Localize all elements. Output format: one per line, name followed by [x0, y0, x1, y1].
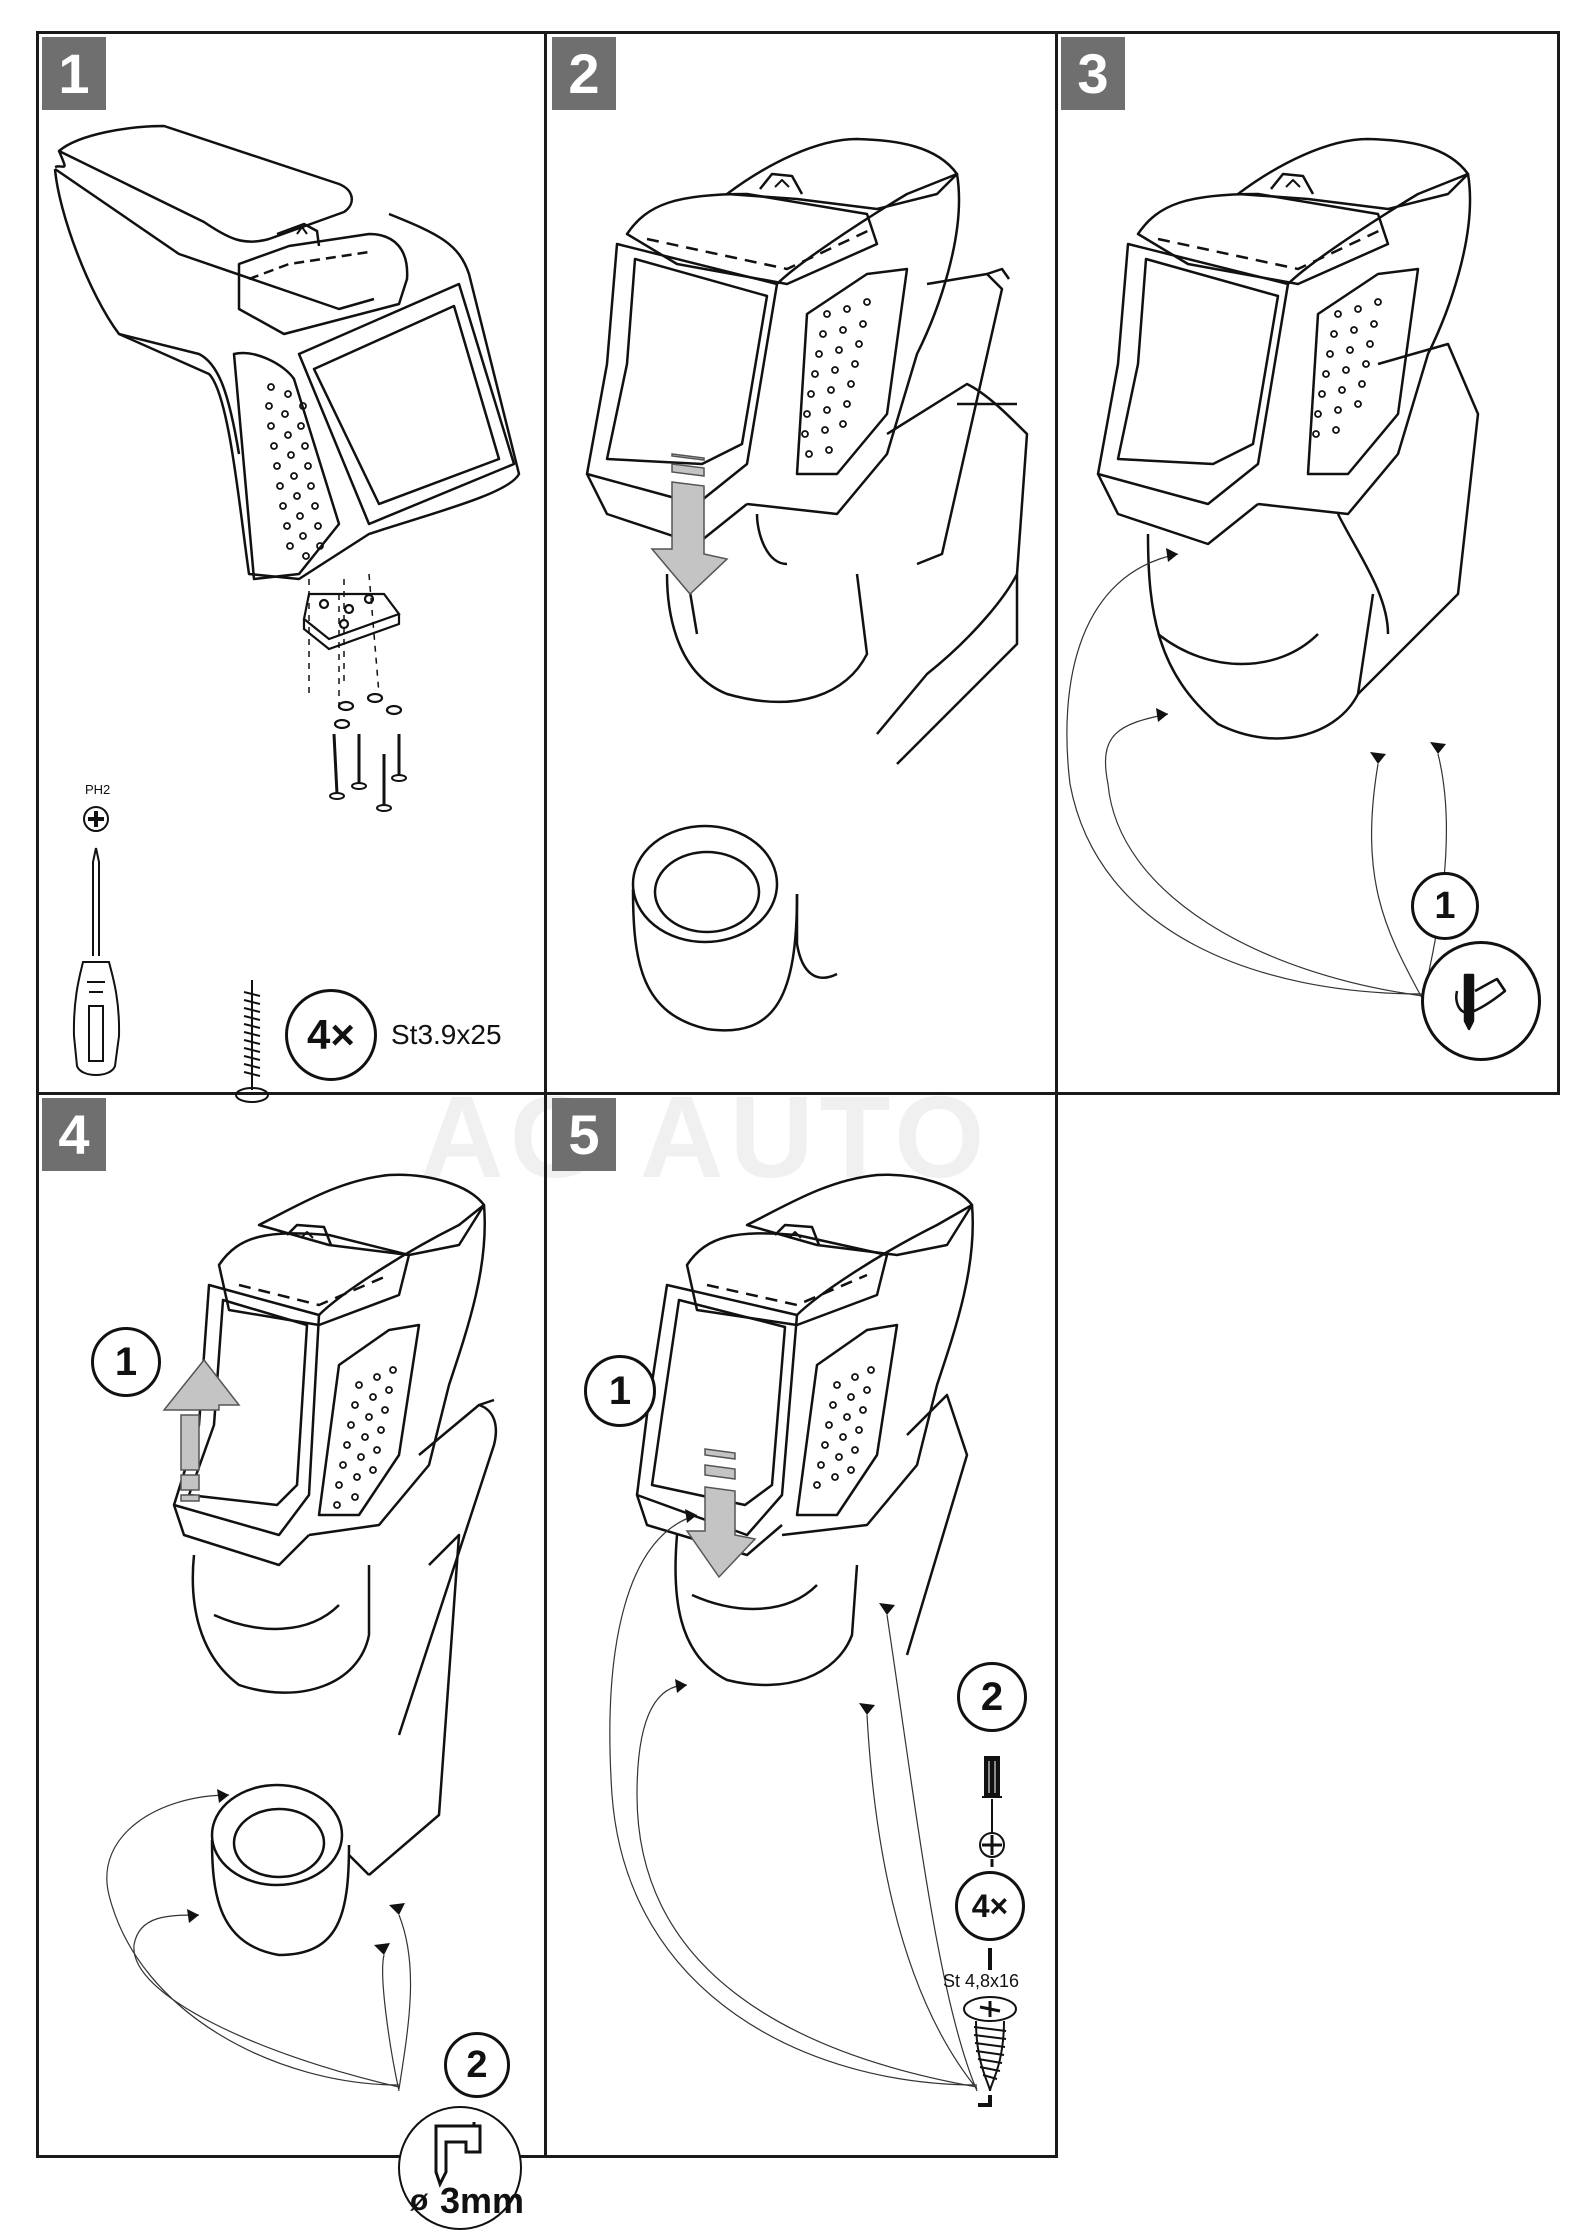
down-arrow-icon — [685, 1448, 757, 1579]
step-panel-3: 3 — [1058, 34, 1558, 1092]
connector-line — [988, 1948, 992, 1970]
armrest-illustration — [1066, 137, 1480, 1001]
mark-with-pen-icon — [1455, 973, 1507, 1031]
step-number-badge: 2 — [552, 37, 616, 110]
callout-number-text: 2 — [466, 2043, 488, 2086]
drill-icon — [434, 2122, 482, 2188]
armrest-illustration — [585, 137, 1029, 1032]
drill-size-label: 3mm — [440, 2180, 525, 2221]
callout-number-text: 1 — [1434, 884, 1456, 927]
up-arrow-icon — [162, 1358, 241, 1502]
callout-number: 1 — [584, 1355, 656, 1427]
phillips-screwdriver-icon — [979, 1756, 1005, 1867]
quantity-badge: 4× — [285, 989, 377, 1081]
quantity-text: 4× — [971, 1887, 1009, 1924]
quantity-badge: 4× — [955, 1871, 1025, 1941]
callout-number: 1 — [91, 1327, 161, 1397]
drill-diameter-symbol: ø — [410, 2184, 429, 2217]
armrest-illustration — [53, 124, 521, 812]
step-number-badge: 4 — [42, 1098, 106, 1171]
step-panel-1: 1 — [39, 34, 544, 1103]
drill-callout: ø 3mm — [398, 2106, 525, 2230]
step-number-badge: 1 — [42, 37, 106, 110]
mark-with-pen-callout — [1421, 941, 1541, 1061]
perforation-dots — [1312, 298, 1382, 438]
leader-lines — [106, 1794, 412, 2092]
leader-lines — [609, 1514, 978, 2092]
divider — [36, 1092, 1560, 1095]
screw-spec-label: St 4,8x16 — [943, 1971, 1020, 1991]
callout-number-text: 1 — [608, 1368, 632, 1413]
armrest-illustration — [609, 1173, 978, 2092]
arrowheads — [675, 1509, 895, 1715]
tool-bit-label: PH2 — [85, 782, 111, 797]
divider — [36, 2155, 1058, 2158]
phillips-screwdriver-icon — [72, 806, 121, 1076]
screw-spec-label: St3.9x25 — [391, 1019, 502, 1050]
arrowheads — [1156, 548, 1446, 764]
step-number-badge: 5 — [552, 1098, 616, 1171]
wood-screw-icon — [235, 980, 269, 1103]
perforation-dots — [813, 1366, 875, 1489]
perforation-dots — [265, 383, 324, 560]
callout-number: 2 — [957, 1662, 1027, 1732]
perforation-dots — [801, 298, 871, 458]
self-tapping-screw-icon — [963, 1996, 1017, 2107]
screws — [332, 733, 401, 806]
callout-number: 2 — [444, 2032, 510, 2098]
callout-number: 1 — [1411, 872, 1479, 940]
down-arrow-icon — [650, 453, 729, 596]
step-panel-4: 4 — [39, 1095, 544, 2230]
step-panel-5: 5 — [547, 1095, 1055, 2155]
callout-number-text: 1 — [114, 1339, 138, 1384]
leader-lines — [1066, 553, 1448, 1001]
step-number-badge: 3 — [1061, 37, 1125, 110]
arrowheads — [187, 1789, 405, 1955]
step-panel-2: 2 — [547, 34, 1055, 1092]
perforation-dots — [333, 1366, 397, 1509]
quantity-text: 4× — [307, 1011, 355, 1058]
divider — [36, 1092, 39, 2158]
callout-number-text: 2 — [980, 1674, 1004, 1719]
armrest-illustration — [106, 1173, 498, 2092]
